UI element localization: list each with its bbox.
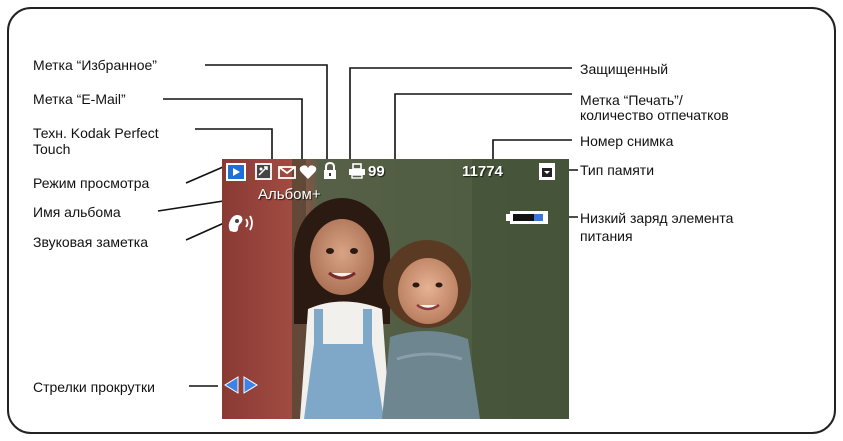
audio-note-icon <box>228 215 253 232</box>
label-picture-number: Номер снимка <box>580 133 674 149</box>
label-storage-type: Тип памяти <box>580 162 655 178</box>
label-audio-note: Звуковая заметка <box>33 234 148 250</box>
photo <box>222 159 569 419</box>
leader-picture-number <box>492 139 572 160</box>
leader-print <box>394 93 572 160</box>
scroll-arrows <box>224 376 258 394</box>
label-print-tag: Метка “Печать”/ количество отпечатков <box>580 92 729 123</box>
leader-protected <box>349 67 572 160</box>
label-review-mode: Режим просмотра <box>33 175 150 191</box>
scroll-left-icon <box>224 376 239 394</box>
label-favorite-tag: Метка “Избранное” <box>33 57 157 73</box>
label-protected: Защищенный <box>580 61 669 77</box>
print-count: 99 <box>368 163 385 180</box>
camera-screen: 99 11774 Альбом+ <box>222 159 569 419</box>
protected-lock-icon <box>324 162 336 179</box>
leader-review-mode <box>185 166 224 184</box>
label-perfect-touch: Техн. Kodak Perfect Touch <box>33 125 159 157</box>
email-icon <box>278 166 296 179</box>
leader-email <box>163 98 303 160</box>
review-mode-icon <box>226 163 246 181</box>
diagram-frame <box>7 7 836 434</box>
label-album-name: Имя альбома <box>33 204 121 220</box>
osd-overlay: 99 11774 Альбом+ <box>222 159 569 419</box>
label-email-tag: Метка “E-Mail” <box>33 91 126 107</box>
leader-perfect-touch <box>195 128 273 160</box>
storage-card-icon <box>539 163 555 180</box>
leader-favorite <box>205 64 328 160</box>
scroll-right-icon <box>243 376 258 394</box>
print-icon <box>349 163 365 179</box>
leader-audio-note <box>185 222 225 241</box>
battery-low-icon <box>506 211 548 224</box>
label-low-battery: Низкий заряд элемента питания <box>580 210 734 244</box>
favorite-heart-icon <box>299 165 317 179</box>
perfect-touch-icon <box>255 163 272 180</box>
album-name: Альбом+ <box>258 186 321 203</box>
picture-number: 11774 <box>462 163 503 180</box>
label-scroll-arrows: Стрелки прокрутки <box>33 379 155 395</box>
